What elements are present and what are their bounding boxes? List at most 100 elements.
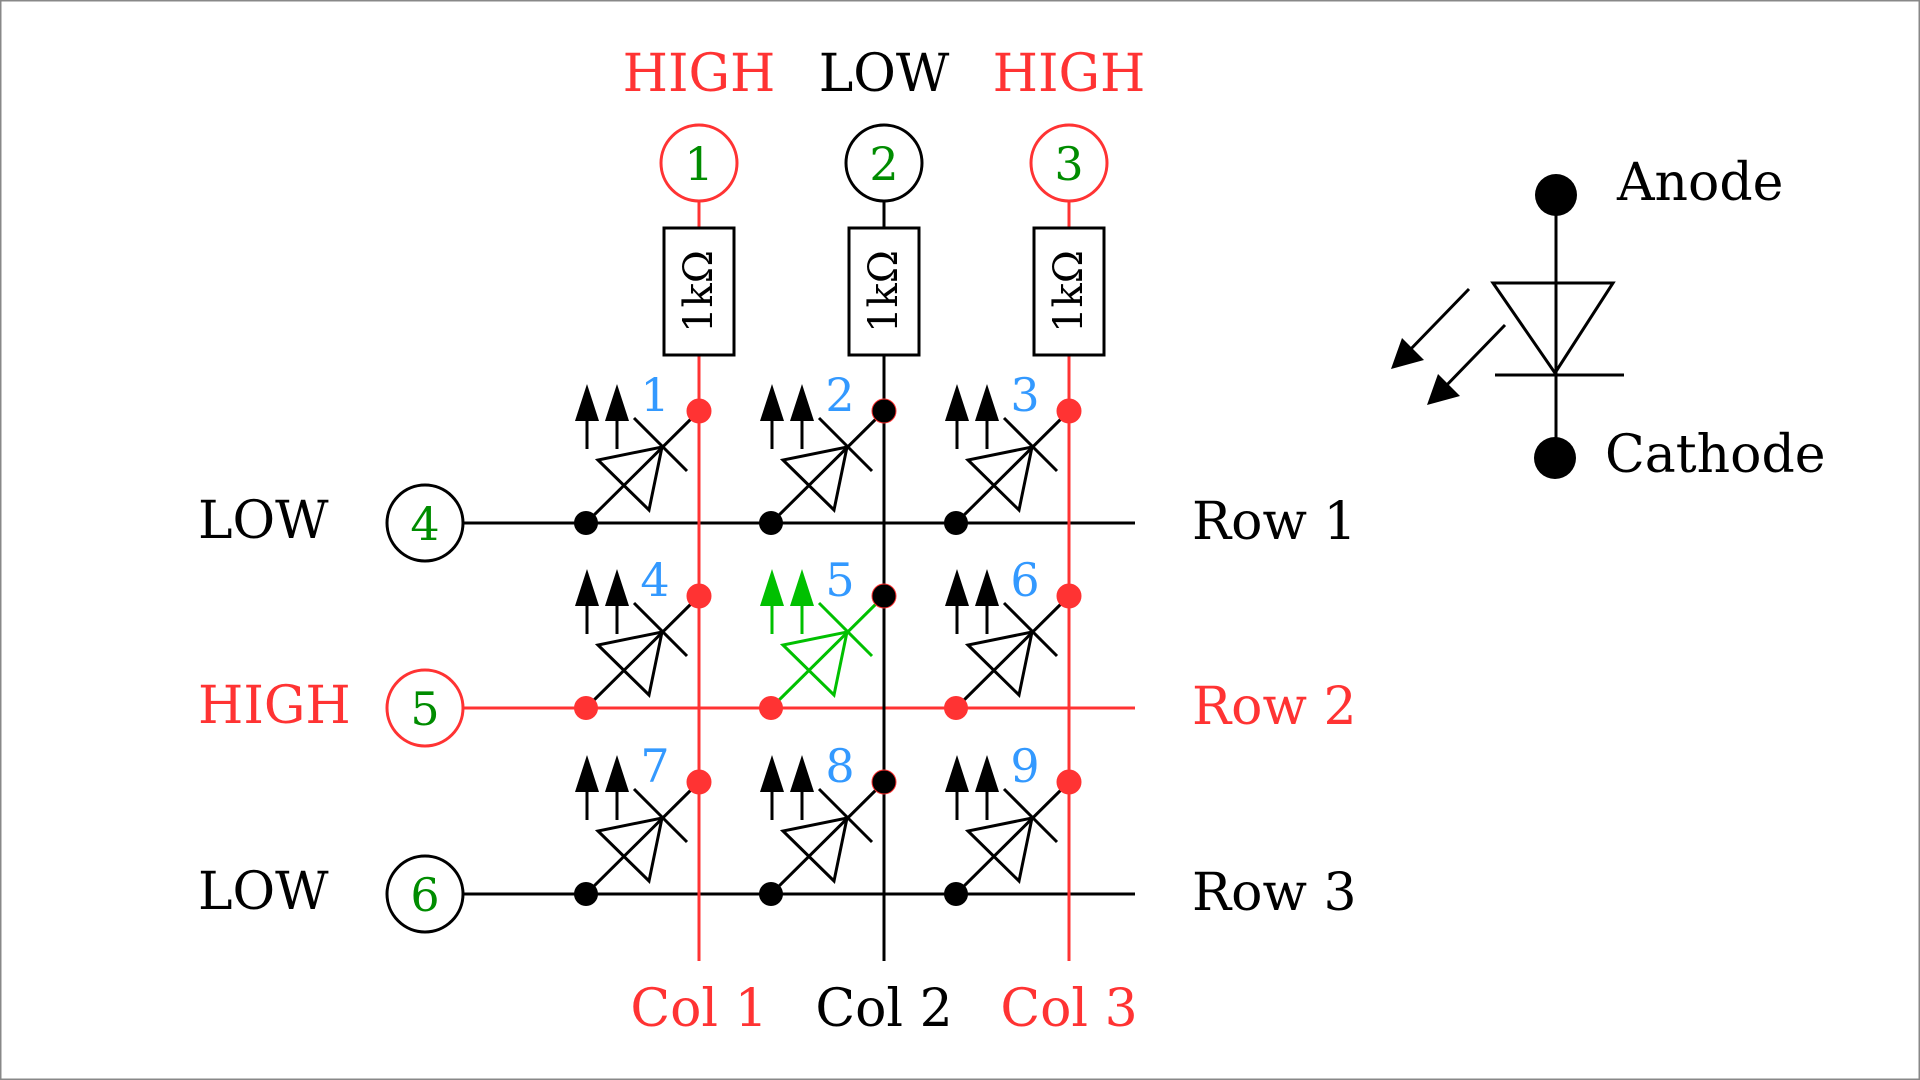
led-lead [584,594,701,710]
row-pin-number: 6 [410,868,439,922]
resistor-2 [847,226,921,357]
emission-arrow-icon [945,569,969,606]
cathode-node-dot [686,398,712,424]
led-lead [769,409,886,525]
led-bar-icon [632,601,689,658]
emission-arrow-icon [605,755,629,792]
col-pin-number: 1 [684,137,713,191]
led-lead [954,594,1071,710]
anode-node-dot [944,696,968,720]
cathode-terminal-icon [1534,437,1576,479]
anode-node-dot [944,511,968,535]
cathode-node-dot [1056,769,1082,795]
anode-node-dot [759,511,783,535]
cathode-node-dot [1056,583,1082,609]
led-number-label: 6 [1010,553,1039,607]
led-2: 2 [759,368,897,535]
diode-triangle-icon [1490,281,1616,376]
led-6: 6 [944,553,1082,720]
led-number-label: 2 [825,368,854,422]
led-8: 8 [759,739,897,906]
led-number-label: 4 [640,553,669,607]
emission-arrow-icon [760,384,784,421]
anode-label: Anode [1616,153,1783,213]
wires: 1kΩ 1kΩ 1kΩ [463,201,1135,961]
led-lead [954,409,1071,525]
led-3: 3 [944,368,1082,535]
cathode-node-dot [871,398,897,424]
led-4: 4 [574,553,712,720]
col-name-label: Col 2 [815,979,952,1039]
anode-node-dot [574,511,598,535]
emission-arrow-icon [575,755,599,792]
col-state-label: HIGH [993,44,1146,104]
led-number-label: 7 [640,739,669,793]
row-name-label: Row 3 [1192,863,1357,923]
led-bar-icon [817,416,874,473]
emission-arrow-icon [605,569,629,606]
cathode-node-dot [686,769,712,795]
emission-arrow-icon [605,384,629,421]
row-name-label: Row 2 [1192,677,1357,737]
led-7: 7 [574,739,712,906]
anode-terminal-icon [1535,174,1577,216]
cathode-label: Cathode [1605,425,1826,485]
emission-arrow-icon [575,384,599,421]
anode-node-dot [759,882,783,906]
emission-arrow-icon [975,569,999,606]
col-pin-number: 3 [1054,137,1083,191]
emission-arrow-icon [975,755,999,792]
anode-node-dot [759,696,783,720]
led-number-label: 8 [825,739,854,793]
led-triangle-icon [594,445,664,513]
led-grid: 1 2 3 4 5 6 7 8 9 [574,368,1082,906]
emission-arrow-icon [760,569,784,606]
anode-node-dot [944,882,968,906]
cathode-node-dot [871,583,897,609]
led-lead [584,409,701,525]
led-triangle-icon [594,816,664,884]
row-name-label: Row 1 [1192,492,1357,552]
emission-arrow-icon [790,384,814,421]
row-state-label: LOW [198,862,329,922]
led-number-label: 9 [1010,739,1039,793]
resistor-1 [662,226,736,357]
led-triangle-icon [594,630,664,698]
emission-arrow-icon [945,755,969,792]
col-state-label: HIGH [623,44,776,104]
col-pin-1 [659,123,739,203]
emission-arrow-icon [975,384,999,421]
row-pin-number: 5 [410,682,439,736]
resistor-label: 1kΩ [676,250,722,333]
led-number-label: 5 [825,553,854,607]
resistor-label: 1kΩ [861,250,907,333]
anode-node-dot [574,696,598,720]
resistor-3 [1032,226,1106,357]
led-number-label: 1 [640,368,669,422]
led-lead [954,780,1071,896]
row-pin-4 [385,483,465,563]
pins: 1 2 3 4 5 6 [385,123,1109,934]
col-state-label: LOW [819,44,950,104]
led-triangle-icon [779,816,849,884]
led-9: 9 [944,739,1082,906]
emission-arrow-icon [790,569,814,606]
led-bar-icon [1002,787,1059,844]
anode-node-dot [574,882,598,906]
cathode-node-dot [1056,398,1082,424]
col-pin-3 [1029,123,1109,203]
emission-arrow-icon [790,755,814,792]
row-pin-6 [385,854,465,934]
emission-arrow-icon [760,755,784,792]
row-state-label: HIGH [198,676,351,736]
led-lead [769,594,886,710]
emission-arrow-icon [945,384,969,421]
led-number-label: 3 [1010,368,1039,422]
light-emission-arrows-icon [1391,287,1507,405]
row-pin-5 [385,668,465,748]
resistor-label: 1kΩ [1046,250,1092,333]
led-bar-icon [817,601,874,658]
led-triangle-icon [779,630,849,698]
